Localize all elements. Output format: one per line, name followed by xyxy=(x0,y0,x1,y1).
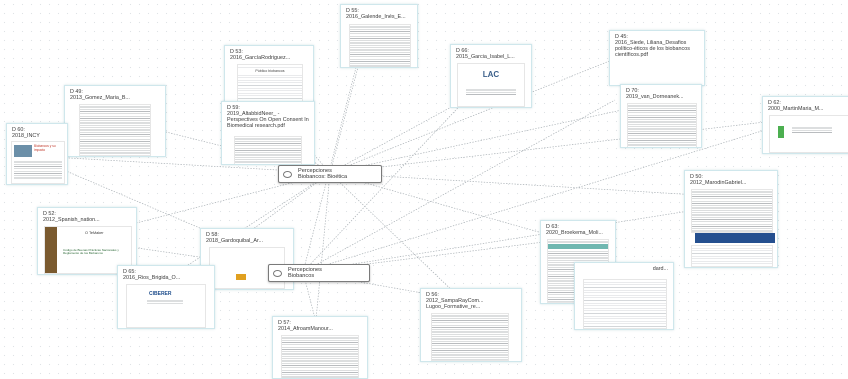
document-thumbnail xyxy=(234,136,302,164)
document-id: D 50: xyxy=(690,174,703,180)
document-title: 2012_MarodinGabriel... xyxy=(690,180,747,186)
document-title: dard... xyxy=(652,266,668,272)
document-title: 2019_van_Dorneanek... xyxy=(626,94,684,100)
document-card-d56[interactable]: D 56: 2012_SampaRayCom... Lugoo_Formativ… xyxy=(420,288,522,362)
thumbnail-logo: LAC xyxy=(482,70,500,79)
document-card-d45[interactable]: D 45: 2016_Siede, Liliana_Desafios polít… xyxy=(609,30,705,86)
document-card-d49[interactable]: D 49: 2013_Gomez_Maria_B... xyxy=(64,85,166,157)
document-title: 2012_Spanish_nation... xyxy=(43,217,100,223)
code-node-bioetica[interactable]: Percepciones Biobancos: Bioética xyxy=(278,165,382,184)
document-thumbnail xyxy=(691,189,773,233)
document-title: 2019_AltabbidNeer_ - Perspectives On Ope… xyxy=(227,111,309,129)
document-card-d50[interactable]: D 50: 2012_MarodinGabriel... xyxy=(684,170,778,268)
code-label-line2: Biobancos: Bioética xyxy=(298,174,348,181)
document-card-d55[interactable]: D 55: 2016_Galende_Inés_E... xyxy=(340,4,418,68)
document-id: D 45: xyxy=(615,34,628,40)
document-card-d65[interactable]: D 65: 2016_Rios_Brigida_O... CIBERER xyxy=(117,265,215,329)
document-id: D 52: xyxy=(43,211,56,217)
document-title: 2015_Garcia_Isabel_L... xyxy=(456,54,515,60)
document-thumbnail: Biobancos y su impacto xyxy=(11,141,65,184)
document-title: 2018_INCY xyxy=(12,133,40,139)
document-thumbnail xyxy=(349,24,411,67)
thumbnail-heading: Público biobancos xyxy=(238,69,302,73)
document-title: 2020_Broekema_Moli... xyxy=(546,230,603,236)
document-id: D 60: xyxy=(12,127,25,133)
code-label-line2: Biobancos xyxy=(288,273,315,280)
document-id: D 55: xyxy=(346,8,359,14)
document-title: 2016_GarcíaRodriguez... xyxy=(230,55,291,61)
thumbnail-heading: Biobancos y su impacto xyxy=(34,144,56,152)
document-card-d59[interactable]: D 59: 2019_AltabbidNeer_ - Perspectives … xyxy=(221,101,315,165)
document-thumbnail xyxy=(769,115,848,153)
document-id: D 49: xyxy=(70,89,83,95)
document-id: D 65: xyxy=(123,269,136,275)
document-id: D 58: xyxy=(206,232,219,238)
code-icon xyxy=(273,269,282,277)
document-id: D 62: xyxy=(768,100,781,106)
document-thumbnail: Público biobancos xyxy=(237,64,303,102)
document-id: D 59: xyxy=(227,105,240,111)
document-card-d53[interactable]: D 53: 2016_GarcíaRodriguez... Público bi… xyxy=(224,45,314,103)
document-thumbnail xyxy=(627,103,697,147)
document-title: 2018_Gardoquibal_Ar... xyxy=(206,238,263,244)
document-card-d60[interactable]: D 60: 2018_INCY Biobancos y su impacto xyxy=(6,123,68,185)
code-node-biobancos[interactable]: Percepciones Biobancos xyxy=(268,264,370,283)
document-title: 2016_Rios_Brigida_O... xyxy=(123,275,181,281)
code-label-line1: Percepciones xyxy=(288,267,322,273)
code-label-line1: Percepciones xyxy=(298,168,332,174)
document-thumbnail xyxy=(281,335,359,378)
document-card-d57[interactable]: D 57: 2014_AfroamManour... xyxy=(272,316,368,379)
thumbnail-brand: O TeMaker xyxy=(85,231,104,235)
document-title: 2013_Gomez_Maria_B... xyxy=(70,95,130,101)
document-title: 2000_MartinMaria_M... xyxy=(768,106,824,112)
document-title: 2012_SampaRayCom... Lugoo_Formative_re..… xyxy=(426,298,484,310)
document-thumbnail: CIBERER xyxy=(126,284,206,328)
document-id: D 56: xyxy=(426,292,439,298)
document-card-d62[interactable]: D 62: 2000_MartinMaria_M... xyxy=(762,96,848,154)
document-card-d52[interactable]: D 52: 2012_Spanish_nation... O TeMaker C… xyxy=(37,207,137,275)
document-thumbnail xyxy=(431,313,509,361)
thumbnail-brand: CIBERER xyxy=(149,291,172,297)
document-title: 2016_Siede, Liliana_Desafios político-ét… xyxy=(615,40,690,58)
document-id: D 53: xyxy=(230,49,243,55)
document-thumbnail: O TeMaker Código de Buenas Prácticas Nac… xyxy=(44,226,132,274)
document-thumbnail: LAC xyxy=(457,63,525,107)
document-card-d66[interactable]: D 66: 2015_Garcia_Isabel_L... LAC xyxy=(450,44,532,108)
document-id: D 63: xyxy=(546,224,559,230)
document-card-partial[interactable]: dard... xyxy=(574,262,674,330)
document-card-d70[interactable]: D 70: 2019_van_Dorneanek... xyxy=(620,84,702,148)
document-thumbnail xyxy=(583,279,667,329)
thumbnail-banner xyxy=(695,233,775,243)
document-id: D 66: xyxy=(456,48,469,54)
thumbnail-text: Código de Buenas Prácticas Nacionales y … xyxy=(63,248,119,256)
document-title: 2014_AfroamManour... xyxy=(278,326,333,332)
document-id: D 70: xyxy=(626,88,639,94)
document-id: D 57: xyxy=(278,320,291,326)
code-icon xyxy=(283,170,292,178)
document-thumbnail xyxy=(79,104,151,156)
document-title: 2016_Galende_Inés_E... xyxy=(346,14,406,20)
